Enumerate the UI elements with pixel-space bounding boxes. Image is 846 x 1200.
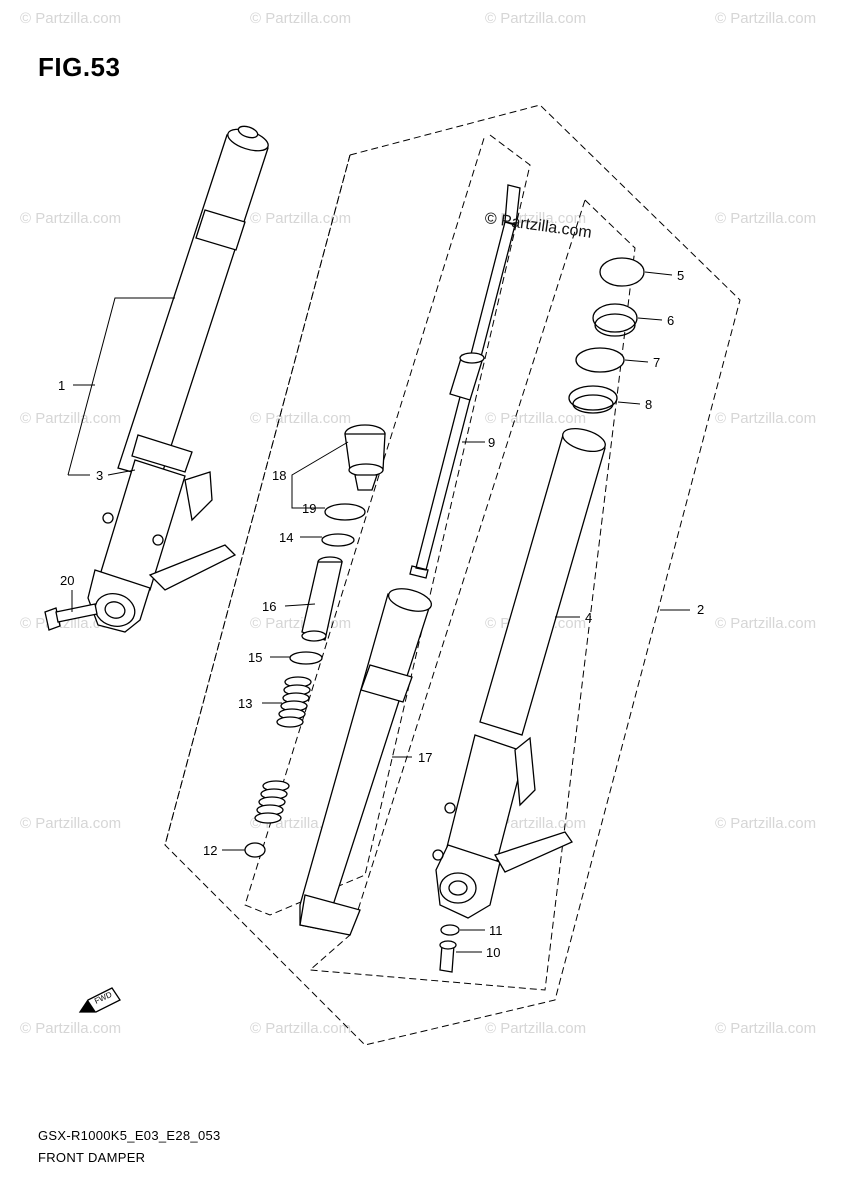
adjuster-cap-assembly (344, 424, 386, 491)
assembly-outline-4 (308, 199, 636, 991)
watermark: © Partzilla.com (485, 10, 587, 27)
watermark: © Partzilla.com (250, 210, 352, 227)
callout-9: 9 (488, 435, 495, 450)
fork-tube-assembly (87, 125, 269, 633)
figure-title: FIG.53 (38, 52, 121, 82)
watermark: © Partzilla.com (715, 815, 817, 832)
watermark: © Partzilla.com (715, 410, 817, 427)
callout-11: 11 (489, 923, 503, 938)
watermark: © Partzilla.com (20, 10, 122, 27)
callout-14: 14 (279, 530, 293, 545)
callout-13: 13 (238, 696, 252, 711)
watermark: © Partzilla.com (20, 1020, 122, 1037)
watermark: © Partzilla.com (485, 410, 587, 427)
callouts: 1 2 3 4 5 6 7 8 9 10 11 12 13 14 15 16 1… (58, 268, 704, 960)
diagram-code: GSX-R1000K5_E03_E28_053 (38, 1128, 221, 1143)
ring-14 (321, 533, 355, 547)
outer-tube-17 (299, 588, 433, 936)
callout-19: 19 (302, 501, 316, 516)
watermark: © Partzilla.com (250, 1020, 352, 1037)
spring-coil (276, 716, 304, 728)
inner-tube-4 (432, 427, 606, 919)
seal-6 (592, 303, 638, 337)
callout-6: 6 (667, 313, 674, 328)
callout-17: 17 (418, 750, 432, 765)
watermark: © Partzilla.com (20, 815, 122, 832)
callout-3: 3 (96, 468, 103, 483)
callout-5: 5 (677, 268, 684, 283)
spring-coil (254, 812, 282, 824)
callout-12: 12 (203, 843, 217, 858)
diagram-name: FRONT DAMPER (38, 1150, 146, 1165)
callout-2: 2 (697, 602, 704, 617)
watermark: © Partzilla.com (250, 410, 352, 427)
watermark: © Partzilla.com (485, 815, 587, 832)
watermark: © Partzilla.com (715, 210, 817, 227)
nut-12 (244, 842, 266, 858)
leader-lines (67, 271, 690, 953)
washer-15 (289, 651, 323, 665)
callout-1: 1 (58, 378, 65, 393)
damper-rod-9 (409, 184, 521, 579)
watermark: © Partzilla.com (715, 1020, 817, 1037)
seal-8 (568, 385, 618, 414)
spring-13 (254, 676, 312, 824)
ring-7 (575, 347, 625, 373)
callout-15: 15 (248, 650, 262, 665)
callout-16: 16 (262, 599, 276, 614)
watermark: © Partzilla.com (20, 210, 122, 227)
callout-10: 10 (486, 945, 500, 960)
bolt-10 (439, 940, 457, 973)
washer-11 (440, 924, 460, 936)
spacer-16 (301, 556, 343, 642)
watermark: © Partzilla.com (715, 615, 817, 632)
callout-4: 4 (585, 610, 592, 625)
ring-5 (599, 257, 645, 287)
watermark: © Partzilla.com (250, 10, 352, 27)
forward-arrow-icon: FWD (78, 987, 121, 1013)
assembly-outline-2 (164, 104, 741, 1046)
axle-pinch-bolt (44, 603, 98, 631)
watermark: © Partzilla.com (485, 1020, 587, 1037)
callout-8: 8 (645, 397, 652, 412)
callout-18: 18 (272, 468, 286, 483)
watermark: © Partzilla.com (20, 410, 122, 427)
watermark: © Partzilla.com (715, 10, 817, 27)
callout-20: 20 (60, 573, 74, 588)
o-ring-19 (324, 503, 366, 521)
callout-7: 7 (653, 355, 660, 370)
